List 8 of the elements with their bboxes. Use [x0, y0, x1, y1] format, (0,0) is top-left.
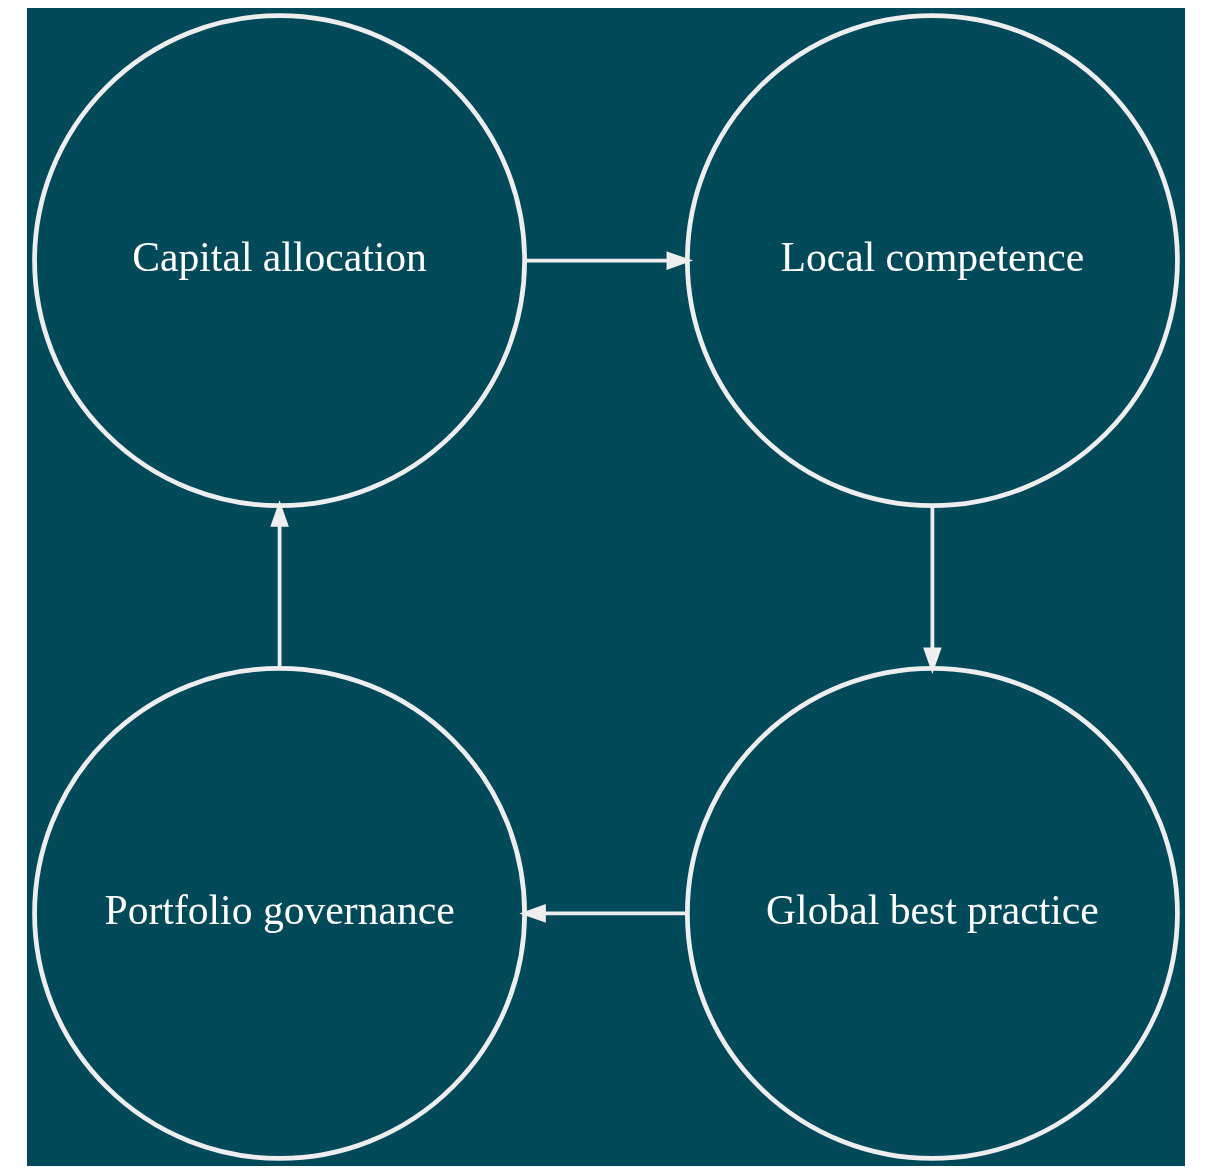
arrow: [270, 500, 289, 669]
arrow: [525, 251, 694, 270]
node-circle: Capital allocation: [32, 13, 527, 508]
arrow: [923, 506, 942, 674]
node-circle: Global best practice: [685, 666, 1180, 1161]
arrow: [519, 904, 688, 923]
node-circle: Local competence: [685, 13, 1180, 508]
node-circle: Portfolio governance: [32, 666, 527, 1161]
